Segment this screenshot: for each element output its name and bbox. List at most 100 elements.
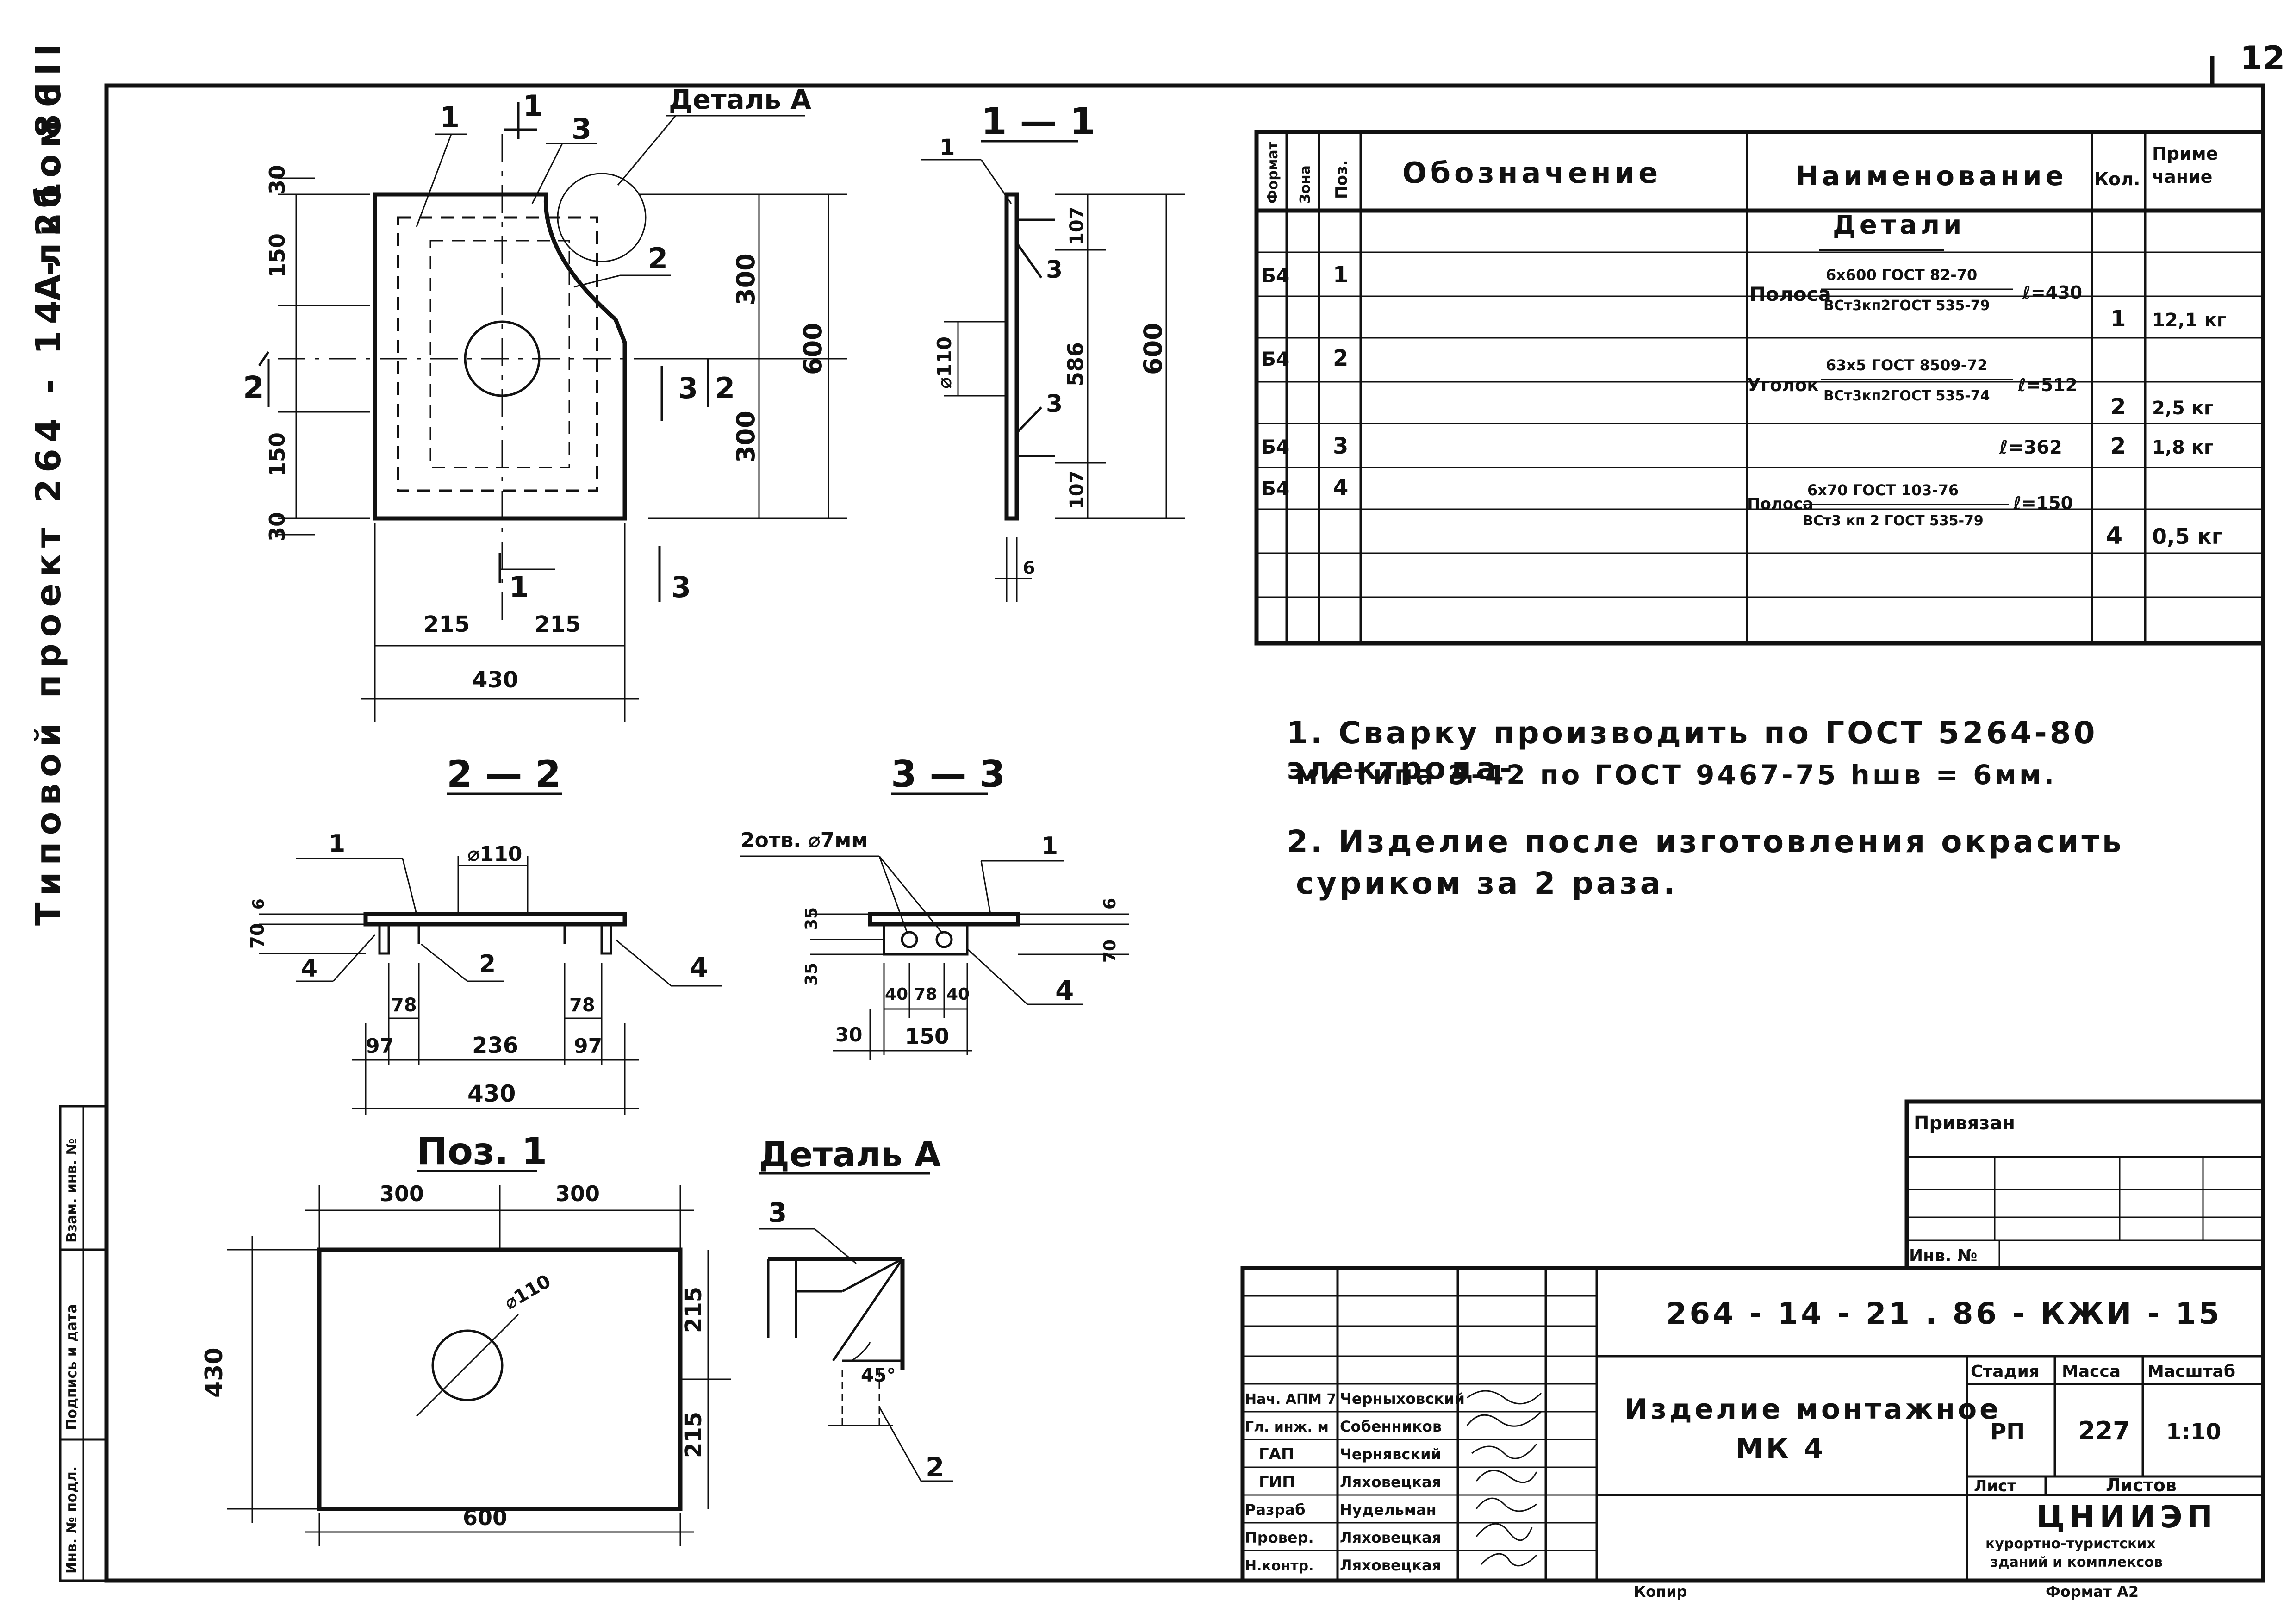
svg-text:1: 1	[440, 100, 460, 134]
svg-text:107: 107	[1066, 207, 1088, 246]
svg-text:1: 1	[940, 135, 955, 161]
svg-text:4: 4	[1333, 475, 1348, 501]
svg-text:40: 40	[946, 985, 970, 1004]
sheet-number: 12	[2240, 39, 2285, 77]
svg-text:чание: чание	[2152, 167, 2212, 187]
svg-text:2: 2	[2110, 394, 2126, 420]
svg-text:215: 215	[535, 611, 581, 637]
svg-text:600: 600	[1139, 323, 1168, 375]
svg-text:Листов: Листов	[2106, 1475, 2177, 1495]
svg-text:Б4: Б4	[1261, 348, 1289, 370]
svg-text:150: 150	[905, 1024, 949, 1049]
svg-text:215: 215	[423, 611, 470, 637]
binding-block: Привязан Инв. №	[1904, 1099, 2265, 1270]
svg-text:35: 35	[802, 907, 821, 930]
svg-text:1: 1	[523, 89, 543, 123]
svg-text:Деталь А: Деталь А	[759, 1135, 941, 1175]
album-label: Альбом III	[29, 37, 68, 301]
product-title: Изделие монтажное	[1624, 1393, 2001, 1426]
svg-text:227: 227	[2078, 1416, 2130, 1445]
svg-text:Масса: Масса	[2062, 1362, 2121, 1381]
svg-text:Привязан: Привязан	[1914, 1113, 2015, 1134]
svg-text:ℓ=512: ℓ=512	[2017, 375, 2078, 395]
svg-text:Полоса: Полоса	[1747, 495, 1813, 513]
svg-text:Б4: Б4	[1261, 436, 1289, 458]
svg-text:Б4: Б4	[1261, 264, 1289, 287]
product-mark: МК 4	[1736, 1432, 1826, 1465]
svg-text:⌀110: ⌀110	[501, 1270, 554, 1314]
svg-text:ℓ=150: ℓ=150	[2013, 493, 2073, 513]
svg-text:1: 1	[2110, 306, 2126, 332]
svg-text:Формат: Формат	[1265, 141, 1281, 204]
svg-text:ВСт3 кп 2 ГОСТ 535-79: ВСт3 кп 2 ГОСТ 535-79	[1803, 513, 1984, 529]
svg-text:1: 1	[1041, 832, 1058, 860]
svg-text:45°: 45°	[861, 1365, 896, 1386]
svg-text:Копир: Копир	[1634, 1583, 1687, 1601]
svg-text:40: 40	[885, 985, 908, 1004]
svg-text:курортно-туристских: курортно-туристских	[1985, 1536, 2156, 1552]
svg-text:586: 586	[1063, 342, 1088, 386]
svg-text:30: 30	[265, 165, 290, 194]
svg-text:зданий и комплексов: зданий и комплексов	[1990, 1554, 2163, 1570]
svg-text:1:10: 1:10	[2166, 1419, 2221, 1445]
svg-text:63х5 ГОСТ 8509-72: 63х5 ГОСТ 8509-72	[1826, 356, 1988, 374]
svg-text:6: 6	[1023, 558, 1035, 578]
front-view: 30 150 150 30 300 300 600 215 215 430 1 …	[243, 84, 847, 722]
svg-text:Разраб: Разраб	[1245, 1501, 1305, 1519]
svg-text:ВСт3кп2ГОСТ 535-79: ВСт3кп2ГОСТ 535-79	[1823, 298, 1990, 314]
svg-text:Формат А2: Формат А2	[2046, 1583, 2139, 1601]
note-line-4: суриком за 2 раза.	[1296, 866, 1678, 901]
svg-text:Полоса: Полоса	[1749, 283, 1831, 305]
svg-text:2,5 кг: 2,5 кг	[2152, 398, 2214, 419]
svg-text:6: 6	[1101, 898, 1120, 909]
position-1-view: Поз. 1 ⌀110 300 300 430 215 215 600	[200, 1130, 731, 1546]
svg-text:70: 70	[247, 923, 268, 949]
sheet-frame	[104, 83, 2265, 1583]
svg-text:430: 430	[200, 1347, 228, 1398]
svg-text:30: 30	[265, 512, 290, 542]
svg-text:2: 2	[715, 371, 735, 405]
svg-text:Собенников: Собенников	[1340, 1418, 1442, 1435]
svg-text:Инв. №: Инв. №	[1909, 1246, 1977, 1265]
svg-text:600: 600	[463, 1505, 507, 1530]
svg-text:Взам. инв. №: Взам. инв. №	[64, 1138, 80, 1243]
svg-text:Масштаб: Масштаб	[2147, 1362, 2235, 1381]
svg-text:6х70 ГОСТ 103-76: 6х70 ГОСТ 103-76	[1807, 481, 1959, 499]
svg-text:97: 97	[366, 1034, 394, 1058]
svg-text:4: 4	[301, 955, 317, 983]
svg-text:3: 3	[678, 371, 698, 405]
svg-text:12,1 кг: 12,1 кг	[2152, 310, 2227, 331]
spec-header-name: Наименование	[1796, 160, 2067, 192]
svg-text:ВСт3кп2ГОСТ 535-74: ВСт3кп2ГОСТ 535-74	[1823, 388, 1990, 404]
svg-text:300: 300	[731, 411, 760, 463]
svg-text:30: 30	[835, 1023, 862, 1046]
detail-a: Деталь А 45° 3 2	[759, 1135, 953, 1483]
svg-text:78: 78	[914, 985, 937, 1004]
side-stamp: Инв. № подл. Подпись и дата Взам. инв. №	[59, 1105, 108, 1582]
svg-text:430: 430	[472, 667, 518, 693]
spec-table: Формат Зона Поз. Обозначение Наименовани…	[1254, 130, 2265, 646]
svg-text:Нудельман: Нудельман	[1340, 1501, 1437, 1519]
svg-text:Подпись и дата: Подпись и дата	[64, 1304, 80, 1430]
svg-text:Н.контр.: Н.контр.	[1245, 1558, 1313, 1574]
svg-text:3: 3	[1046, 256, 1063, 284]
section-3-3: 3 — 3 2отв. ⌀7мм 1 4 35 35 6 70 40 78	[740, 753, 1129, 1060]
svg-text:3 — 3: 3 — 3	[891, 753, 1005, 796]
svg-text:6х600 ГОСТ 82-70: 6х600 ГОСТ 82-70	[1826, 266, 1977, 284]
note-line-1: 1. Сварку производить по ГОСТ 5264-80 эл…	[1287, 715, 2098, 786]
svg-text:4: 4	[1055, 975, 1074, 1006]
svg-text:4: 4	[2106, 522, 2122, 550]
svg-text:150: 150	[265, 233, 290, 278]
svg-text:Гл. инж. м: Гл. инж. м	[1245, 1419, 1329, 1435]
svg-text:Чернявский: Чернявский	[1340, 1445, 1441, 1463]
note-line-2: ми типа Э-42 по ГОСТ 9467-75 hшв = 6мм.	[1296, 759, 2057, 791]
svg-text:ℓ=430: ℓ=430	[2022, 282, 2082, 303]
svg-text:Поз.: Поз.	[1332, 160, 1351, 199]
svg-text:2: 2	[2110, 433, 2126, 459]
svg-text:Ляховецкая: Ляховецкая	[1340, 1473, 1441, 1491]
signature-marks	[1466, 1390, 1542, 1567]
svg-text:Приме: Приме	[2152, 143, 2218, 164]
side-title: Типовой проект 264 - 14 - 21. 86	[29, 77, 68, 926]
svg-text:Лист: Лист	[1974, 1477, 2016, 1495]
